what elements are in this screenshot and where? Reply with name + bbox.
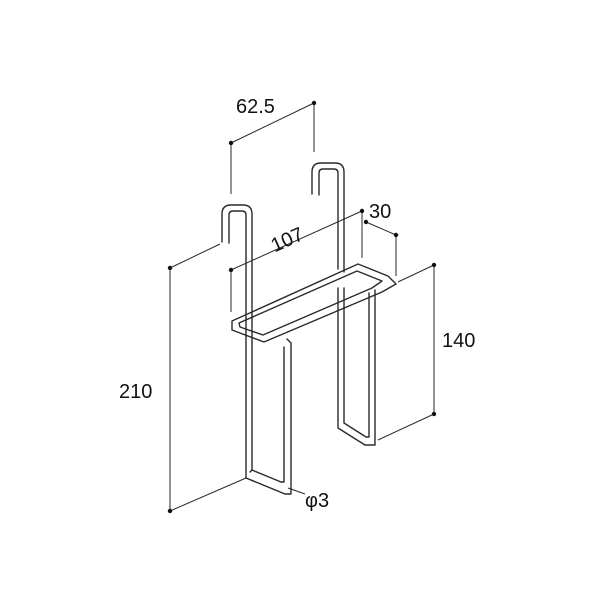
holder-wire-frame bbox=[221, 162, 397, 495]
right-hook-wire bbox=[311, 162, 345, 273]
label-depth: 30 bbox=[369, 201, 391, 223]
right-bottom-loop bbox=[337, 287, 376, 446]
dim-depth-line bbox=[365, 221, 397, 276]
dim-length-dot-right bbox=[359, 208, 365, 214]
dim-height-total-dot-bottom bbox=[167, 508, 173, 514]
label-length: 107 bbox=[268, 223, 307, 257]
label-width-top: 62.5 bbox=[236, 96, 275, 118]
dim-height-holder-line bbox=[377, 264, 435, 441]
left-bottom-loop bbox=[245, 338, 292, 495]
label-wire-diameter: φ3 bbox=[305, 490, 329, 512]
dim-height-total-line bbox=[169, 243, 247, 512]
dim-length-line bbox=[230, 210, 363, 312]
left-hook-wire bbox=[221, 204, 253, 479]
dim-depth-dot-left bbox=[363, 219, 369, 225]
dim-height-total-dot-top bbox=[167, 265, 173, 271]
dim-length-dot-left bbox=[228, 267, 234, 273]
dim-diameter-leader bbox=[287, 487, 306, 495]
dimension-lines bbox=[167, 100, 437, 514]
dim-height-holder-dot-top bbox=[431, 262, 437, 268]
dim-width-top-dot-left bbox=[228, 140, 234, 146]
dim-depth-dot-right bbox=[393, 232, 399, 238]
front-rim bbox=[231, 263, 397, 343]
dim-width-top-dot-right bbox=[311, 100, 317, 106]
dim-width-top-line bbox=[230, 102, 315, 194]
dim-height-holder-dot-bottom bbox=[431, 411, 437, 417]
label-height-holder: 140 bbox=[442, 330, 475, 352]
label-height-total: 210 bbox=[119, 381, 152, 403]
dimension-labels: 62.5 30 107 210 140 φ3 bbox=[119, 96, 475, 512]
